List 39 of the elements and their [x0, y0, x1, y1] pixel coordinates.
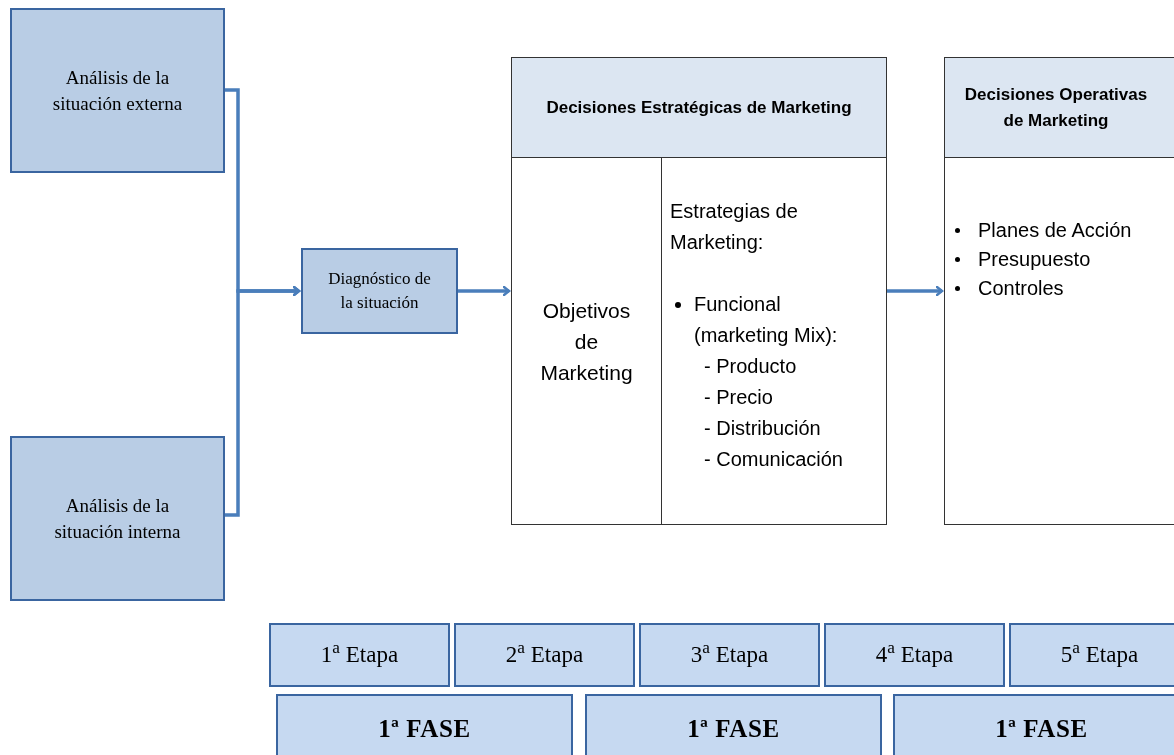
box-label: Análisis de la situación externa: [51, 65, 184, 116]
stage-box: [454, 623, 635, 687]
header-text: Decisiones Estratégicas de Marketing: [546, 96, 852, 119]
list-item: - Precio: [704, 386, 773, 408]
list-item: - Producto: [704, 355, 797, 377]
stage-box: [824, 623, 1005, 687]
box-label: 3$^{a}$ Etapa: [690, 637, 769, 669]
phase-box: [893, 694, 1174, 755]
phase-box: [276, 694, 573, 755]
box-label: 2$^{a}$ Etapa: [505, 637, 584, 669]
table-box: [511, 57, 887, 525]
stage-box: [639, 623, 820, 687]
box-label: Análisis de la situación interna: [53, 493, 182, 544]
cell-text: Objetivos de Marketing: [539, 297, 634, 386]
arrow: [458, 285, 511, 297]
list-item: Funcional (marketing Mix):: [694, 292, 839, 348]
process-box: [301, 248, 458, 334]
process-box: [10, 8, 225, 173]
box-label: 1ª FASE: [378, 714, 471, 742]
box-label: 5$^{a}$ Etapa: [1060, 637, 1139, 669]
box-label: 1$^{a}$ Etapa: [320, 637, 399, 669]
cell-text: Estrategias de Marketing:: [670, 200, 798, 253]
phase-box: [585, 694, 882, 755]
process-box: [10, 436, 225, 601]
list-item: - Distribución: [704, 417, 821, 439]
list-item: Controles: [978, 276, 1064, 301]
table-box: [944, 57, 1174, 525]
arrow: [887, 285, 944, 297]
arrow: [225, 285, 301, 517]
stage-box: [1009, 623, 1174, 687]
box-label: Diagnóstico de la situación: [327, 268, 432, 314]
stage-box: [269, 623, 450, 687]
box-label: 1ª FASE: [995, 714, 1088, 742]
list-item: Planes de Acción: [978, 218, 1132, 243]
box-label: 1ª FASE: [687, 714, 780, 742]
box-label: 4$^{a}$ Etapa: [875, 637, 954, 669]
list-item: - Comunicación: [704, 448, 843, 470]
list-item: Presupuesto: [978, 247, 1091, 272]
header-text: Decisiones Operativas de Marketing: [963, 83, 1149, 132]
